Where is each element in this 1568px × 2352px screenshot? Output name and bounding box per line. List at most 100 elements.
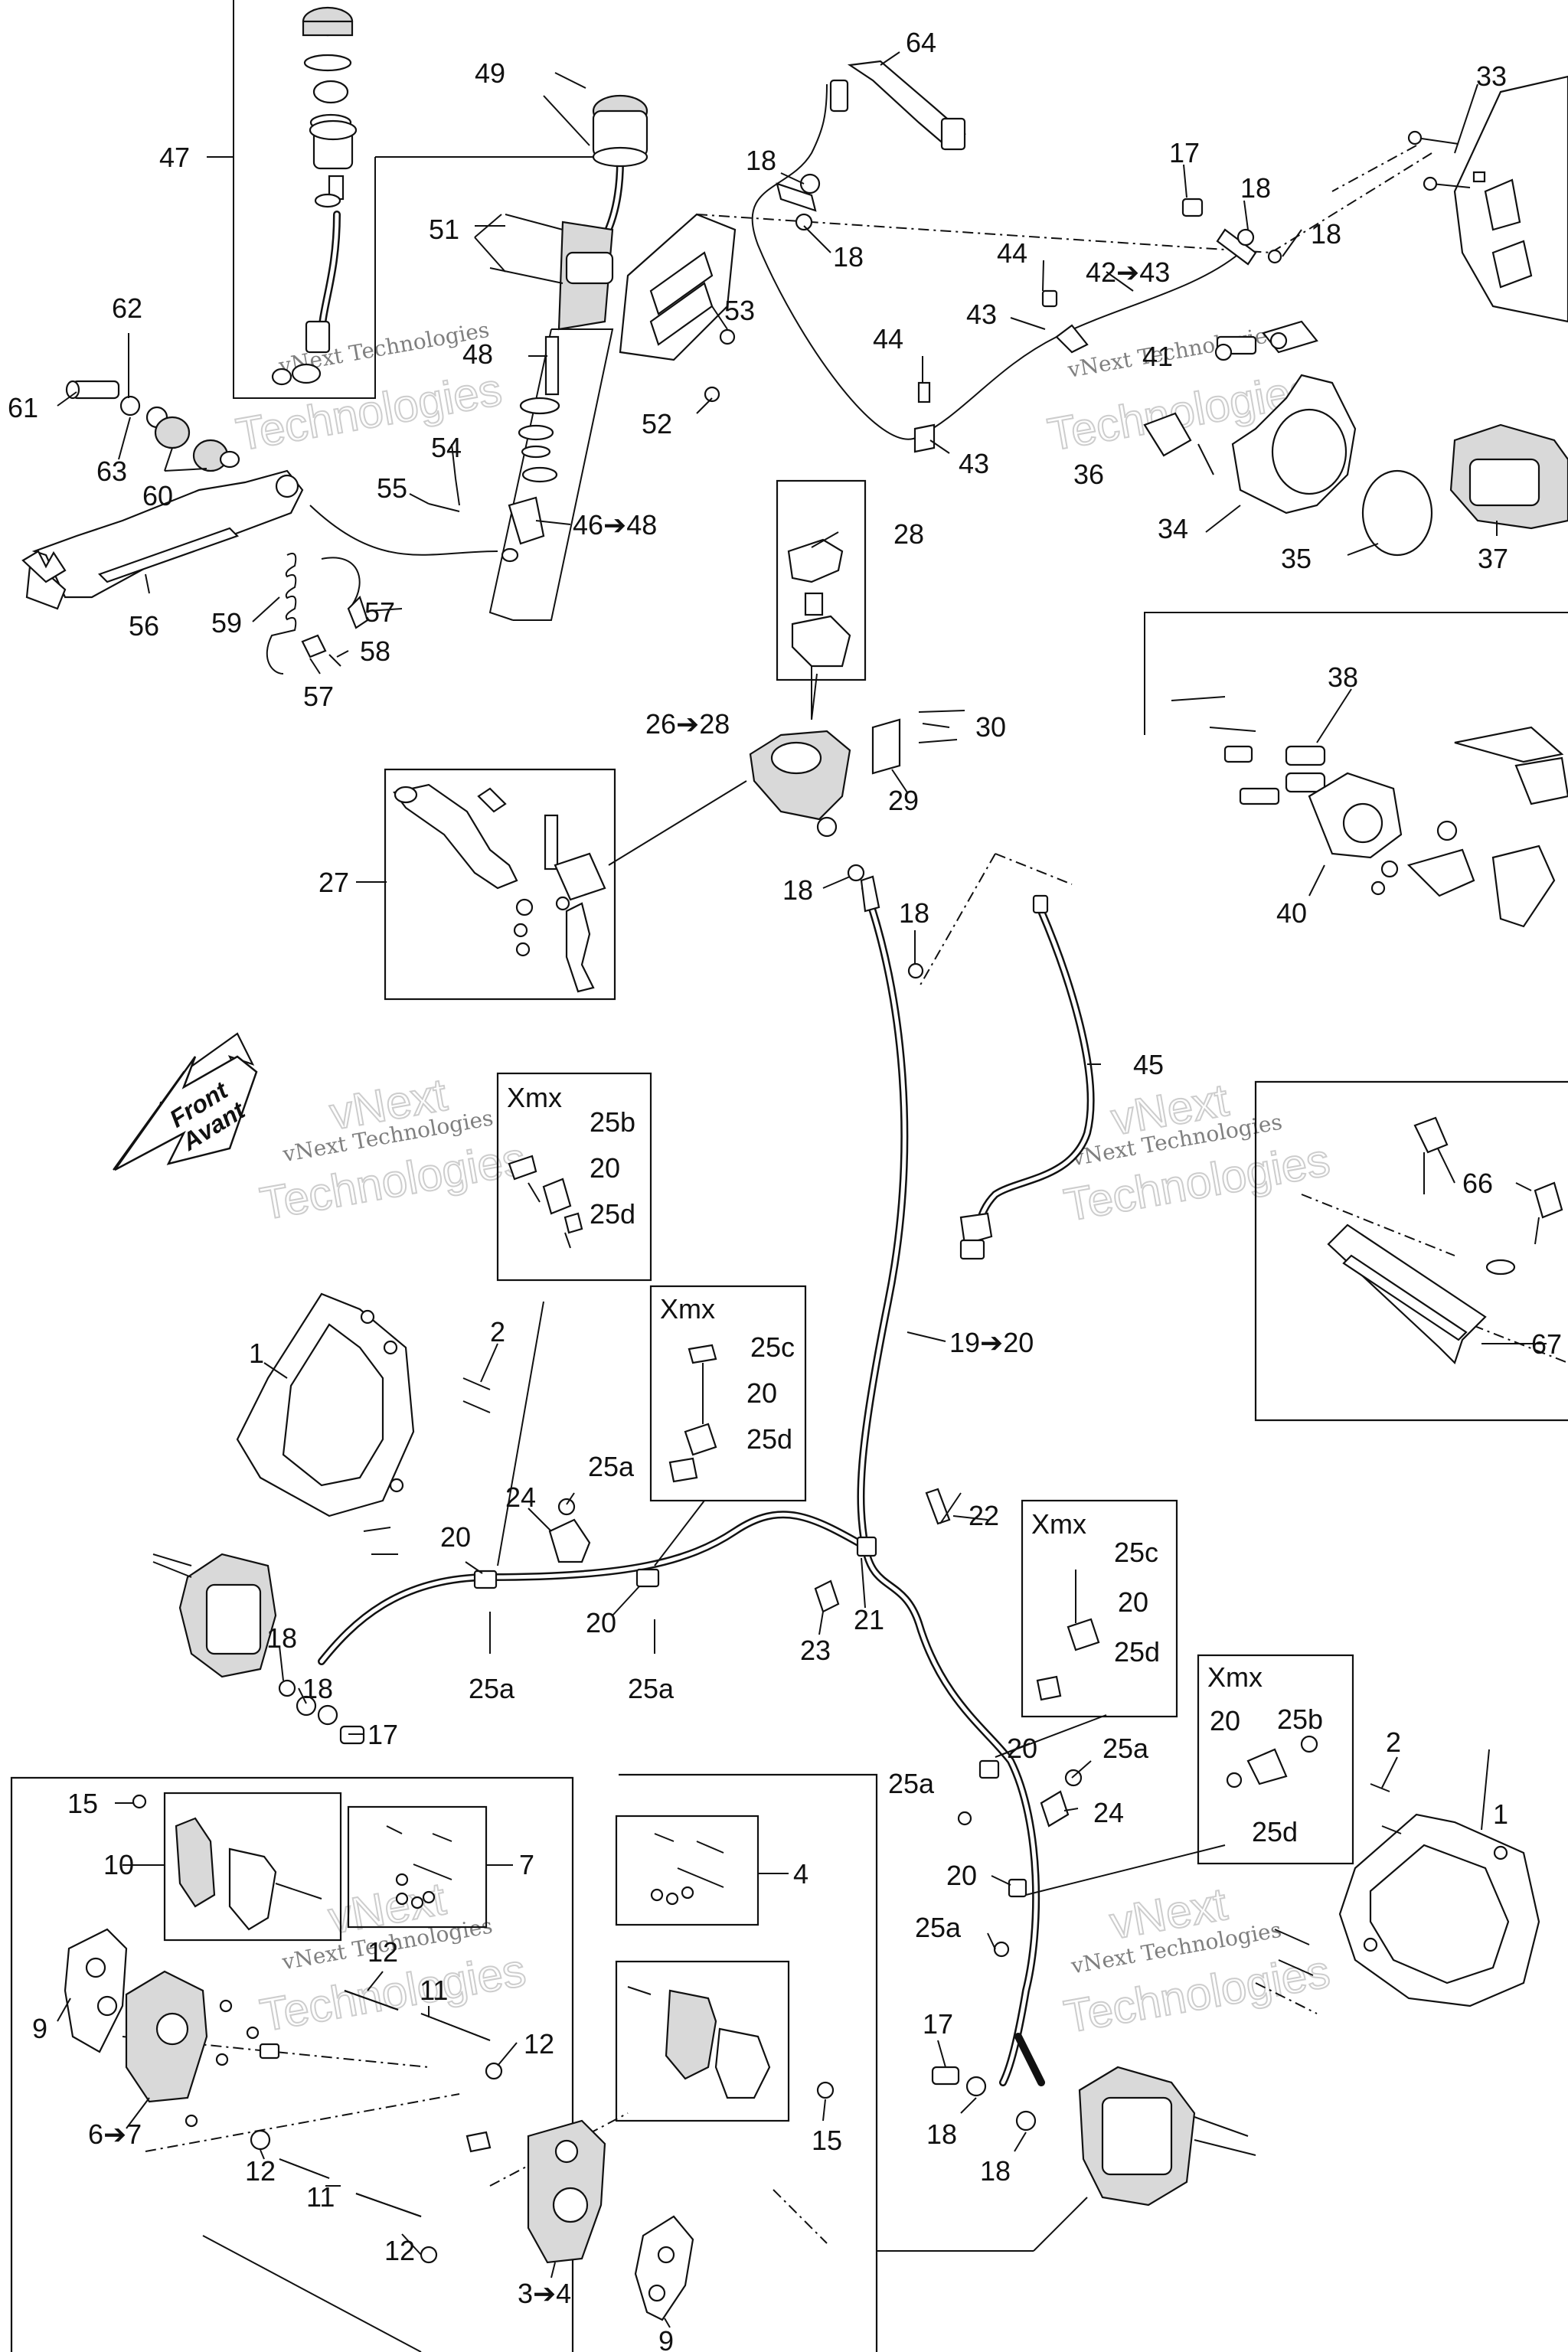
pin-36-icon (1143, 412, 1192, 457)
xmx-box-3 (1021, 1499, 1178, 1718)
callout-19to20: 19➔20 (949, 1327, 1034, 1358)
callout-25c: 25c (750, 1331, 795, 1363)
return-spring-icon (266, 552, 297, 675)
callout-55: 55 (377, 472, 407, 504)
pin-55 (428, 503, 460, 512)
callout-47: 47 (159, 142, 190, 173)
callout-23: 23 (800, 1635, 831, 1666)
callout-11: 11 (306, 2181, 335, 2213)
callout-6to7: 6➔7 (88, 2118, 142, 2150)
callout-42to43: 42➔43 (1086, 256, 1170, 288)
callout-29: 29 (888, 785, 919, 816)
callout-24: 24 (1093, 1797, 1124, 1828)
callout-25c: 25c (1114, 1537, 1158, 1568)
callout-17: 17 (1169, 137, 1200, 168)
callout-53: 53 (724, 295, 755, 326)
callout-28: 28 (893, 518, 924, 550)
frame-lower-mid (619, 1773, 878, 2352)
caliper-kit-40-group (1171, 696, 1568, 928)
callout-62: 62 (112, 292, 142, 324)
rear-caliper-group (1449, 423, 1568, 530)
pad-kit-right (627, 1986, 835, 2099)
callout-59: 59 (211, 607, 242, 639)
callout-63: 63 (96, 456, 127, 487)
callout-21: 21 (854, 1604, 884, 1635)
caliper-3-exploded (527, 2119, 694, 2321)
xmx-box-3-parts (1036, 1570, 1100, 1701)
callout-7: 7 (519, 1849, 534, 1880)
brake-pad-10-icon (175, 1817, 216, 1908)
callout-1: 1 (1493, 1798, 1508, 1830)
callout-25a: 25a (915, 1912, 962, 1943)
callout-38: 38 (1328, 662, 1358, 693)
callout-44: 44 (997, 237, 1027, 269)
callout-11: 11 (420, 1975, 448, 2006)
callout-20: 20 (946, 1860, 977, 1891)
callout-25a: 25a (1102, 1733, 1149, 1764)
brake-lever-icon (393, 783, 606, 993)
hoses (318, 83, 1241, 2086)
callout-25d: 25d (746, 1423, 792, 1455)
xmx-box-1-parts (508, 1155, 583, 1249)
callout-18: 18 (1240, 172, 1271, 204)
washer-18b-icon (847, 864, 865, 882)
pedal-bushings-icon (65, 380, 240, 472)
callout-20: 20 (1210, 1705, 1240, 1736)
callout-2: 2 (1386, 1726, 1401, 1758)
caliper-mount-9b-icon (634, 2215, 694, 2321)
xmx-box-2 (649, 1285, 807, 1502)
callout-1: 1 (249, 1338, 264, 1369)
box-10-right (615, 1960, 790, 2122)
callout-25a: 25a (888, 1768, 935, 1799)
frame-47 (233, 0, 376, 399)
callout-56: 56 (129, 610, 159, 642)
pin-kit-7 (386, 1825, 452, 1909)
brake-pad-icon (1491, 844, 1556, 928)
callout-57: 57 (303, 681, 334, 712)
callout-67: 67 (1531, 1328, 1562, 1360)
master-cylinder-icon (543, 94, 648, 168)
xmx-box-4-parts (1226, 1735, 1318, 1788)
callout-35: 35 (1281, 543, 1312, 574)
xmx-label: Xmx (1207, 1661, 1263, 1693)
callout-18: 18 (1311, 218, 1341, 250)
callout-41: 41 (1142, 341, 1173, 372)
frame-lower-left (10, 1776, 574, 2352)
xmx-box-4 (1197, 1654, 1354, 1865)
front-disc-left (236, 1292, 491, 1555)
callout-25d: 25d (1252, 1816, 1298, 1847)
callout-10: 10 (103, 1849, 134, 1880)
seal-ring-icon (1361, 469, 1433, 557)
callout-45: 45 (1133, 1049, 1164, 1080)
box-66 (1254, 1080, 1568, 1422)
frame-38 (1144, 612, 1568, 735)
callout-64: 64 (906, 27, 936, 58)
callout-25a: 25a (588, 1451, 635, 1482)
callout-18: 18 (899, 897, 929, 929)
callout-33: 33 (1476, 60, 1507, 92)
callout-20: 20 (1118, 1586, 1148, 1618)
callout-54: 54 (431, 432, 462, 463)
callout-20: 20 (440, 1521, 471, 1553)
callout-18: 18 (782, 874, 813, 906)
callout-18: 18 (980, 2155, 1011, 2187)
callout-2: 2 (490, 1316, 505, 1348)
sensor-guard-67-group (1327, 1116, 1563, 1365)
rear-brake-hose (857, 884, 1040, 2086)
callout-30: 30 (975, 711, 1006, 743)
clamp-29-icon (871, 718, 901, 775)
callout-61: 61 (8, 392, 38, 423)
callout-15: 15 (812, 2125, 842, 2156)
front-left-caliper-group (152, 1553, 365, 1745)
cylinder-body-icon (489, 214, 614, 331)
callout-60: 60 (142, 480, 173, 511)
bracket-24-icon (548, 1518, 591, 1563)
callout-12: 12 (245, 2155, 276, 2187)
watermark-bottom-right: vNext vNext Technologies Technologies (1060, 1877, 1334, 2043)
callout-12: 12 (384, 2235, 415, 2266)
callout-66: 66 (1462, 1168, 1493, 1199)
group-frames (10, 0, 1568, 2352)
brake-pedal-icon (21, 469, 304, 610)
callout-18: 18 (266, 1622, 297, 1654)
sensor-cable (751, 83, 1241, 440)
